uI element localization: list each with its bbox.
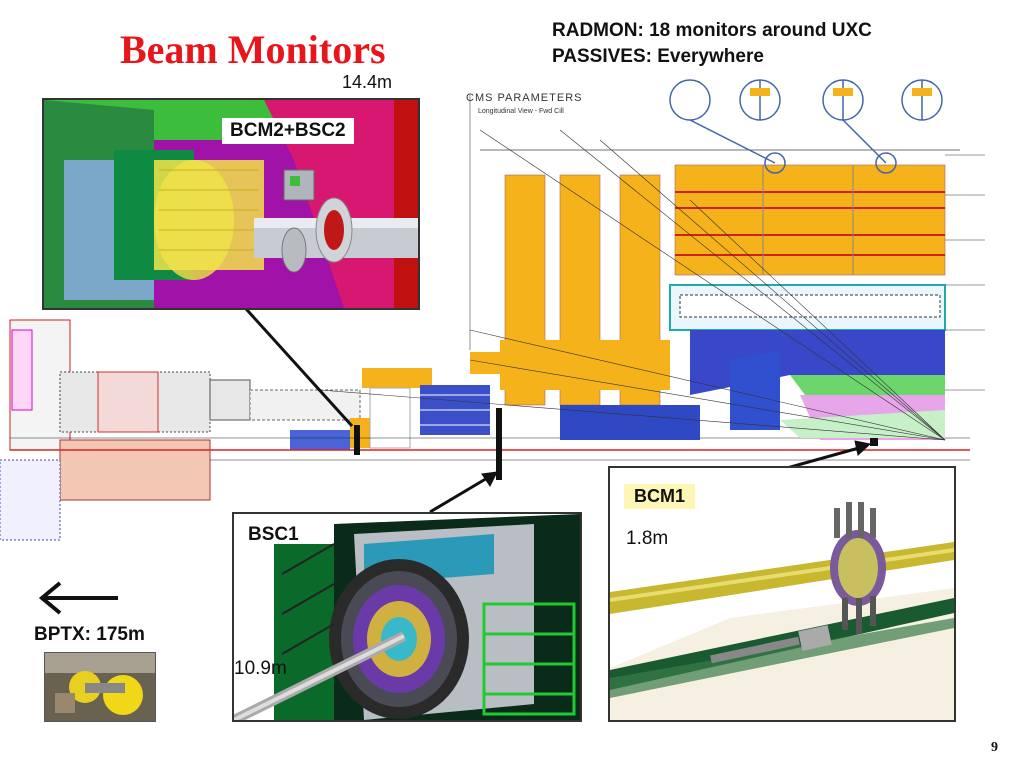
bcm2-bsc2-label: BCM2+BSC2 [222,118,354,144]
bcm1-distance-label: 1.8m [626,528,669,549]
bptx-photo [44,652,156,722]
bcm2-bsc2-render [44,100,418,308]
radmon-line: RADMON: 18 monitors around UXC [552,20,872,41]
slide-title: Beam Monitors [120,27,386,72]
radmon-monitor-circles [669,79,943,174]
bcm1-marker [870,438,878,446]
cms-parameters-subtitle: Longitudinal View - Fwd Cill [478,108,564,115]
bsc1-distance-label: 10.9m [234,658,287,679]
bcm1-panel: BCM1 1.8m [608,466,956,722]
radmon-text: RADMON: 18 monitors around UXC PASSIVES:… [552,18,872,70]
bcm1-label: BCM1 [624,484,696,509]
bptx-arrow-icon [38,581,118,615]
bptx-label: BPTX: 175m [34,624,145,645]
page-number: 9 [991,740,998,755]
bcm1-render [610,468,954,720]
radmon-circle-fills [750,88,932,96]
bsc1-render [234,514,580,720]
bcm2-distance-label: 14.4m [342,72,393,92]
bcm2-bsc2-panel: BCM2+BSC2 [42,98,420,310]
bcm2-marker [354,425,360,455]
bsc1-panel: BSC1 [232,512,582,722]
bsc1-label: BSC1 [248,524,299,545]
bsc1-marker [496,408,502,480]
forward-shielding [0,319,432,541]
cms-quarter-detector [319,95,985,441]
cms-parameters-title: CMS PARAMETERS [466,92,583,104]
passives-line: PASSIVES: Everywhere [552,46,764,67]
